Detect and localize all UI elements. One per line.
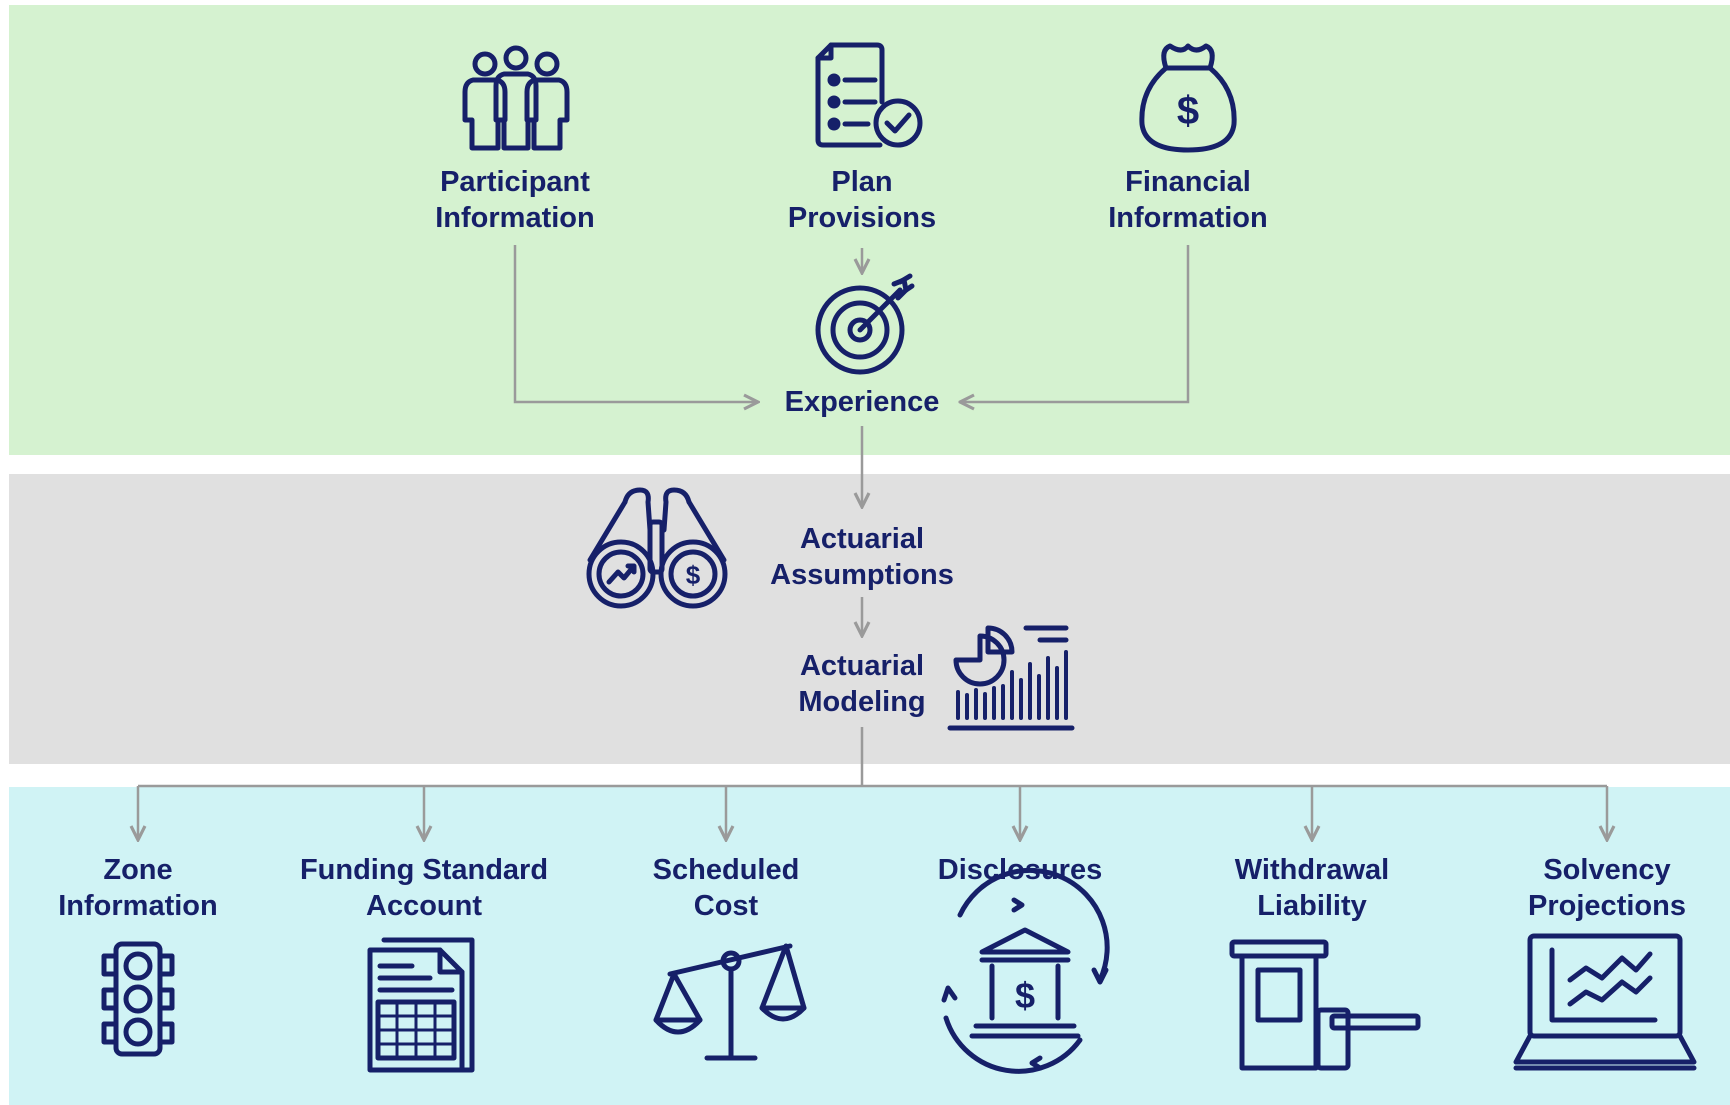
scales-icon (653, 943, 807, 1061)
checklist-icon (815, 42, 923, 148)
connector-financial-experience (960, 245, 1190, 402)
svg-text:$: $ (686, 560, 701, 590)
binoculars-icon: $ (586, 487, 728, 609)
connector-participant-experience (513, 245, 758, 402)
chart-icon (947, 625, 1075, 731)
money-bag-icon: $ (1139, 43, 1237, 153)
experience-label: Experience (784, 386, 940, 418)
svg-text:$: $ (1015, 975, 1035, 1016)
svg-text:$: $ (1177, 89, 1199, 133)
target-icon (815, 273, 915, 375)
traffic-light-icon (101, 941, 175, 1057)
disclosures-label: Disclosures (937, 854, 1103, 886)
exit-gate-icon (1229, 939, 1421, 1071)
outputs-band (9, 787, 1730, 1105)
bank-cycle-icon: $ (941, 867, 1110, 1074)
spreadsheet-icon (367, 937, 475, 1073)
laptop-chart-icon (1513, 933, 1697, 1071)
assumptions-band (9, 474, 1730, 764)
people-icon (462, 45, 570, 151)
